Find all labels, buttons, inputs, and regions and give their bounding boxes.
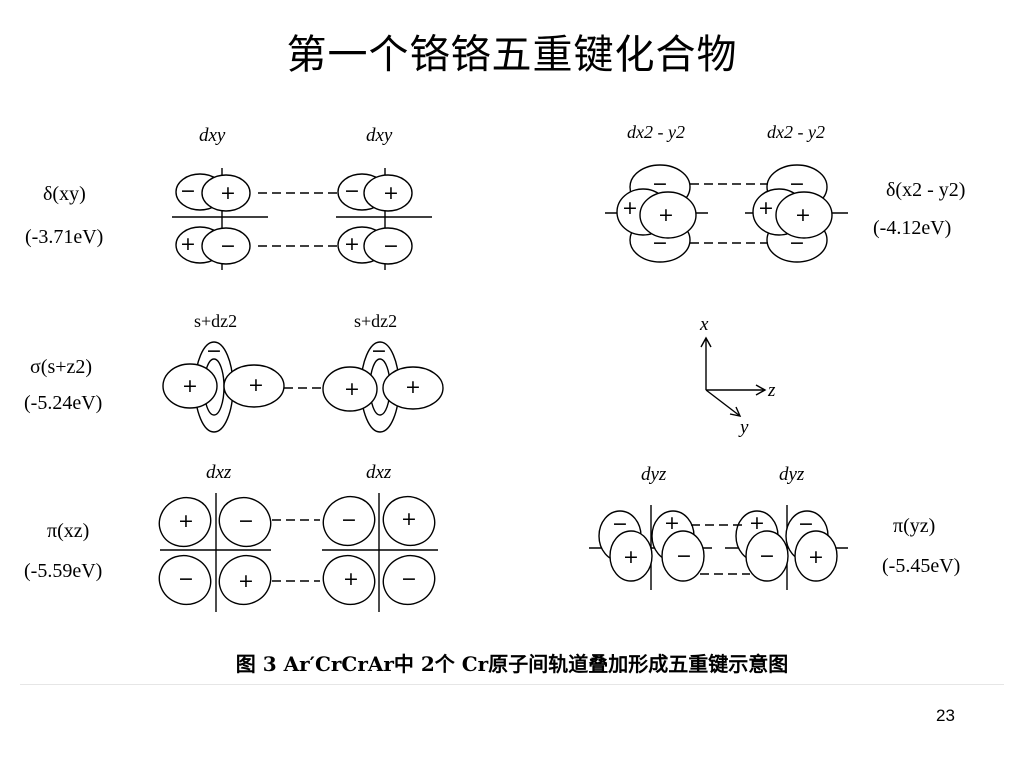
sign-minus: − xyxy=(401,568,417,590)
bond-name-pi-yz: π(yz) xyxy=(893,515,935,537)
sign-minus: − xyxy=(652,232,668,254)
sign-plus: + xyxy=(383,182,399,204)
orbital-label-dx2y2: dx2 - y2 xyxy=(627,122,685,142)
bond-name-delta-xy: δ(xy) xyxy=(43,183,86,205)
orbital-label-dxy: dxy xyxy=(199,125,226,146)
bond-name-pi-xz: π(xz) xyxy=(47,520,89,542)
sign-plus: + xyxy=(343,568,359,590)
sign-minus: − xyxy=(178,568,194,590)
axis-label-y: y xyxy=(738,417,749,438)
sign-plus: + xyxy=(238,570,254,592)
energy-pi-xz: (-5.59eV) xyxy=(24,560,102,582)
energy-pi-yz: (-5.45eV) xyxy=(882,555,960,577)
bond-name-sigma: σ(s+z2) xyxy=(30,356,92,378)
pi-xz-diagram xyxy=(158,493,438,612)
energy-delta-x2y2: (-4.12eV) xyxy=(873,217,951,239)
sign-minus: − xyxy=(676,545,692,567)
sign-minus: − xyxy=(220,235,236,257)
orbital-label-dxz: dxz xyxy=(206,462,232,483)
orbital-label-dyz: dyz xyxy=(641,464,667,485)
sign-plus: + xyxy=(622,197,638,219)
orbital-label-s-dz2: s+dz2 xyxy=(354,311,397,331)
delta-x2y2-diagram xyxy=(605,164,848,263)
footer-divider xyxy=(20,684,1004,685)
axes-diagram xyxy=(700,336,767,417)
orbital-label-dyz: dyz xyxy=(779,464,805,485)
sign-plus: + xyxy=(220,182,236,204)
sign-plus: + xyxy=(401,508,417,530)
sign-plus: + xyxy=(623,546,639,568)
sign-minus: − xyxy=(789,232,805,254)
sign-plus: + xyxy=(749,512,765,534)
sign-plus: + xyxy=(178,510,194,532)
sign-plus: + xyxy=(658,204,674,226)
sign-minus: − xyxy=(180,180,196,202)
sign-minus: − xyxy=(759,545,775,567)
sign-plus: + xyxy=(182,375,198,397)
sign-minus: − xyxy=(652,173,668,195)
bond-name-delta-x2y2: δ(x2 - y2) xyxy=(886,179,965,201)
delta-xy-diagram xyxy=(172,168,432,270)
energy-delta-xy: (-3.71eV) xyxy=(25,226,103,248)
sign-minus: − xyxy=(789,173,805,195)
pi-yz-diagram xyxy=(589,505,848,590)
figure-caption: 图 3 Ar′CrCrAr中 2个 Cr原子间轨道叠加形成五重键示意图 xyxy=(235,652,789,676)
page-number: 23 xyxy=(936,706,955,725)
sigma-diagram xyxy=(162,341,444,433)
axis-label-z: z xyxy=(767,380,776,401)
orbital-label-dxy: dxy xyxy=(366,125,393,146)
sign-minus: − xyxy=(238,510,254,532)
orbital-label-dx2y2: dx2 - y2 xyxy=(767,122,825,142)
orbital-label-s-dz2: s+dz2 xyxy=(194,311,237,331)
sign-minus: − xyxy=(798,513,814,535)
sign-minus: − xyxy=(206,340,222,362)
sign-plus: + xyxy=(248,374,264,396)
energy-sigma: (-5.24eV) xyxy=(24,392,102,414)
sign-plus: + xyxy=(344,378,360,400)
sign-plus: + xyxy=(405,376,421,398)
sign-minus: − xyxy=(371,340,387,362)
sign-plus: + xyxy=(344,233,360,255)
axis-label-x: x xyxy=(699,314,709,335)
sign-plus: + xyxy=(795,204,811,226)
sign-plus: + xyxy=(808,546,824,568)
sign-plus: + xyxy=(664,512,680,534)
sign-minus: − xyxy=(341,509,357,531)
slide-title: 第一个铬铬五重键化合物 xyxy=(286,32,738,78)
sign-minus: − xyxy=(344,180,360,202)
sign-minus: − xyxy=(612,513,628,535)
sign-minus: − xyxy=(383,235,399,257)
orbital-label-dxz: dxz xyxy=(366,462,392,483)
sign-plus: + xyxy=(758,197,774,219)
sign-plus: + xyxy=(180,233,196,255)
